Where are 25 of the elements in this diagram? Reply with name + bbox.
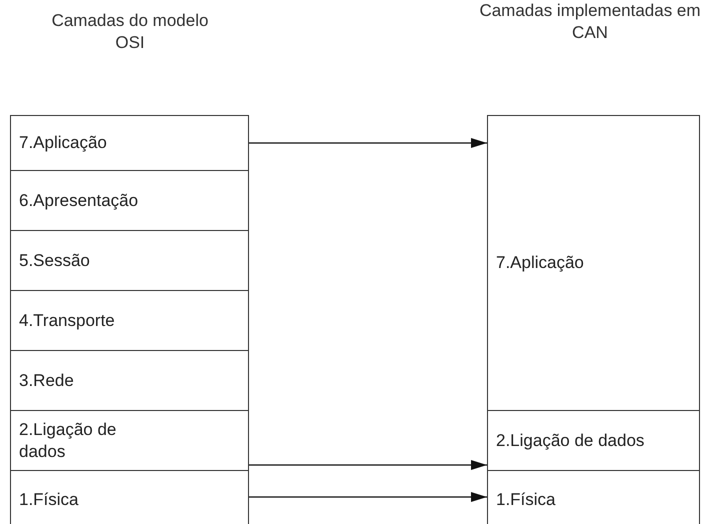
layer-box (10, 115, 249, 171)
layer-box (10, 290, 249, 351)
column-heading: Camadas do modelo OSI (50, 10, 210, 54)
arrow (249, 138, 487, 148)
layer-name: 1.Física (19, 489, 79, 511)
arrow (249, 460, 487, 470)
layer-name: 2.Ligação de dados (496, 430, 644, 452)
layer-name: 5.Sessão (19, 250, 90, 272)
layer-name: 6.Apresentação (19, 190, 138, 212)
layer-box (487, 410, 700, 471)
layer-box (10, 410, 249, 471)
layer-box (10, 230, 249, 291)
layer-name: 7.Aplicação (496, 252, 584, 274)
layer-name: 3.Rede (19, 370, 74, 392)
column-heading: Camadas implementadas em CAN (478, 0, 702, 44)
layer-box (10, 350, 249, 411)
layer-box (487, 470, 700, 524)
layer-box (487, 115, 700, 411)
layer-name: 2.Ligação de dados (19, 418, 118, 462)
layer-name: 7.Aplicação (19, 132, 107, 154)
arrow (249, 492, 487, 502)
layer-box (10, 470, 249, 524)
layer-name: 1.Física (496, 489, 556, 511)
layer-box (10, 170, 249, 231)
layer-name: 4.Transporte (19, 310, 115, 332)
